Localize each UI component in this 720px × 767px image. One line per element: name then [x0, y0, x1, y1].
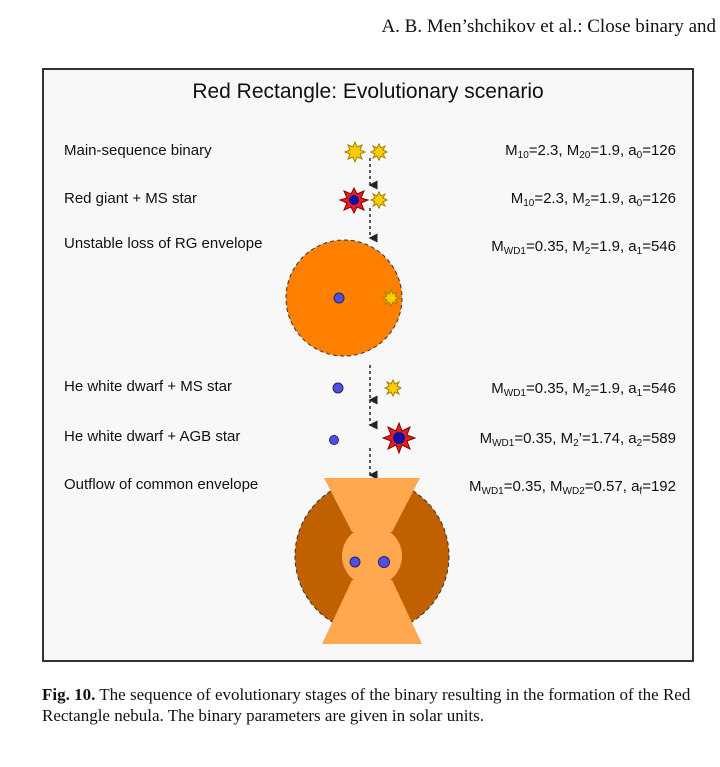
param-subscript: f [639, 486, 643, 497]
star-icon [369, 190, 389, 210]
param-subscript: 1 [636, 388, 643, 399]
figure-panel: Red Rectangle: Evolutionary scenario Mai… [42, 68, 694, 662]
caption-label: Fig. 10. [42, 685, 96, 704]
stage-label: Red giant + MS star [64, 190, 197, 207]
star-icon [381, 288, 401, 308]
white-dwarf-icon [329, 435, 339, 445]
param-value: =1.9, [590, 190, 629, 207]
scenario-diagram [285, 140, 450, 644]
param-subscript: WD1 [503, 246, 526, 257]
param-symbol: M [510, 190, 524, 207]
param-symbol: M [572, 380, 585, 397]
white-dwarf-icon [378, 556, 390, 568]
param-value: =546 [642, 238, 676, 255]
param-value: =2.3, [534, 190, 573, 207]
param-subscript: WD2 [562, 486, 585, 497]
param-symbol: M [469, 478, 482, 495]
param-subscript: 0 [636, 198, 643, 209]
white-dwarf-icon [332, 382, 344, 394]
param-value: =1.9, [590, 238, 629, 255]
param-value: =1.9, [590, 142, 629, 159]
common-envelope [294, 478, 450, 644]
param-value: =589 [642, 430, 676, 447]
param-value: =546 [642, 380, 676, 397]
param-subscript: 2 [573, 438, 579, 449]
param-subscript: 2 [636, 438, 643, 449]
param-value: =126 [642, 190, 676, 207]
param-value: =2.3, [528, 142, 567, 159]
caption-text: The sequence of evolutionary stages of t… [42, 685, 691, 725]
running-header: A. B. Men’shchikov et al.: Close binary … [381, 16, 716, 37]
param-subscript: 20 [579, 150, 591, 161]
param-symbol: a [631, 478, 640, 495]
param-subscript: WD1 [481, 486, 504, 497]
stage-parameters: M10=2.3, M20=1.9, a0=126 [505, 142, 676, 161]
param-subscript: 2 [584, 246, 591, 257]
param-value: =0.35, [503, 478, 551, 495]
param-subscript: 10 [517, 150, 529, 161]
rg-envelope [285, 239, 403, 357]
param-value: =192 [642, 478, 676, 495]
param-symbol: M [491, 380, 504, 397]
param-symbol: M [550, 478, 563, 495]
param-value: =126 [642, 142, 676, 159]
param-symbol: M [560, 430, 574, 447]
param-symbol: a [628, 430, 637, 447]
param-subscript: WD1 [492, 438, 515, 449]
star-icon [383, 378, 403, 398]
stage-label: Outflow of common envelope [64, 476, 259, 493]
param-symbol: M [572, 190, 585, 207]
param-symbol: M [505, 142, 518, 159]
param-value: =0.35, [525, 238, 573, 255]
stage-parameters: MWD1=0.35, M2’=1.74, a2=589 [480, 430, 676, 449]
param-value: ’=1.74, [578, 430, 629, 447]
stage-parameters: MWD1=0.35, M2=1.9, a1=546 [491, 380, 676, 399]
param-symbol: M [491, 238, 504, 255]
stage-label: Main-sequence binary [64, 142, 212, 159]
param-symbol: M [566, 142, 580, 159]
stage-label: Unstable loss of RG envelope [64, 235, 263, 252]
figure-caption: Fig. 10. The sequence of evolutionary st… [42, 684, 702, 726]
wd-ms [332, 378, 403, 398]
param-symbol: a [628, 238, 637, 255]
param-subscript: 10 [523, 198, 535, 209]
stage-label: He white dwarf + MS star [64, 378, 232, 395]
star-icon [343, 140, 367, 164]
stage-parameters: M10=2.3, M2=1.9, a0=126 [511, 190, 676, 209]
param-subscript: 2 [584, 198, 591, 209]
stage-label: He white dwarf + AGB star [64, 428, 241, 445]
red-giant-ms [338, 186, 389, 215]
stage-parameters: MWD1=0.35, MWD2=0.57, af=192 [469, 478, 676, 497]
param-value: =0.35, [525, 380, 573, 397]
param-symbol: M [572, 238, 585, 255]
param-symbol: M [479, 430, 493, 447]
param-value: =1.9, [590, 380, 629, 397]
param-value: =0.35, [514, 430, 561, 447]
param-subscript: 0 [636, 150, 643, 161]
param-subscript: 2 [584, 388, 591, 399]
star-icon [369, 142, 389, 162]
param-symbol: a [628, 380, 637, 397]
ms-binary [343, 140, 389, 164]
white-dwarf-icon [349, 556, 361, 568]
stage-parameters: MWD1=0.35, M2=1.9, a1=546 [491, 238, 676, 257]
white-dwarf-icon [333, 292, 345, 304]
param-symbol: a [628, 190, 637, 207]
param-value: =0.57, [584, 478, 632, 495]
param-subscript: WD1 [503, 388, 526, 399]
param-symbol: a [628, 142, 637, 159]
figure-title: Red Rectangle: Evolutionary scenario [192, 80, 544, 103]
param-subscript: 1 [636, 246, 643, 257]
wd-agb [329, 421, 417, 455]
